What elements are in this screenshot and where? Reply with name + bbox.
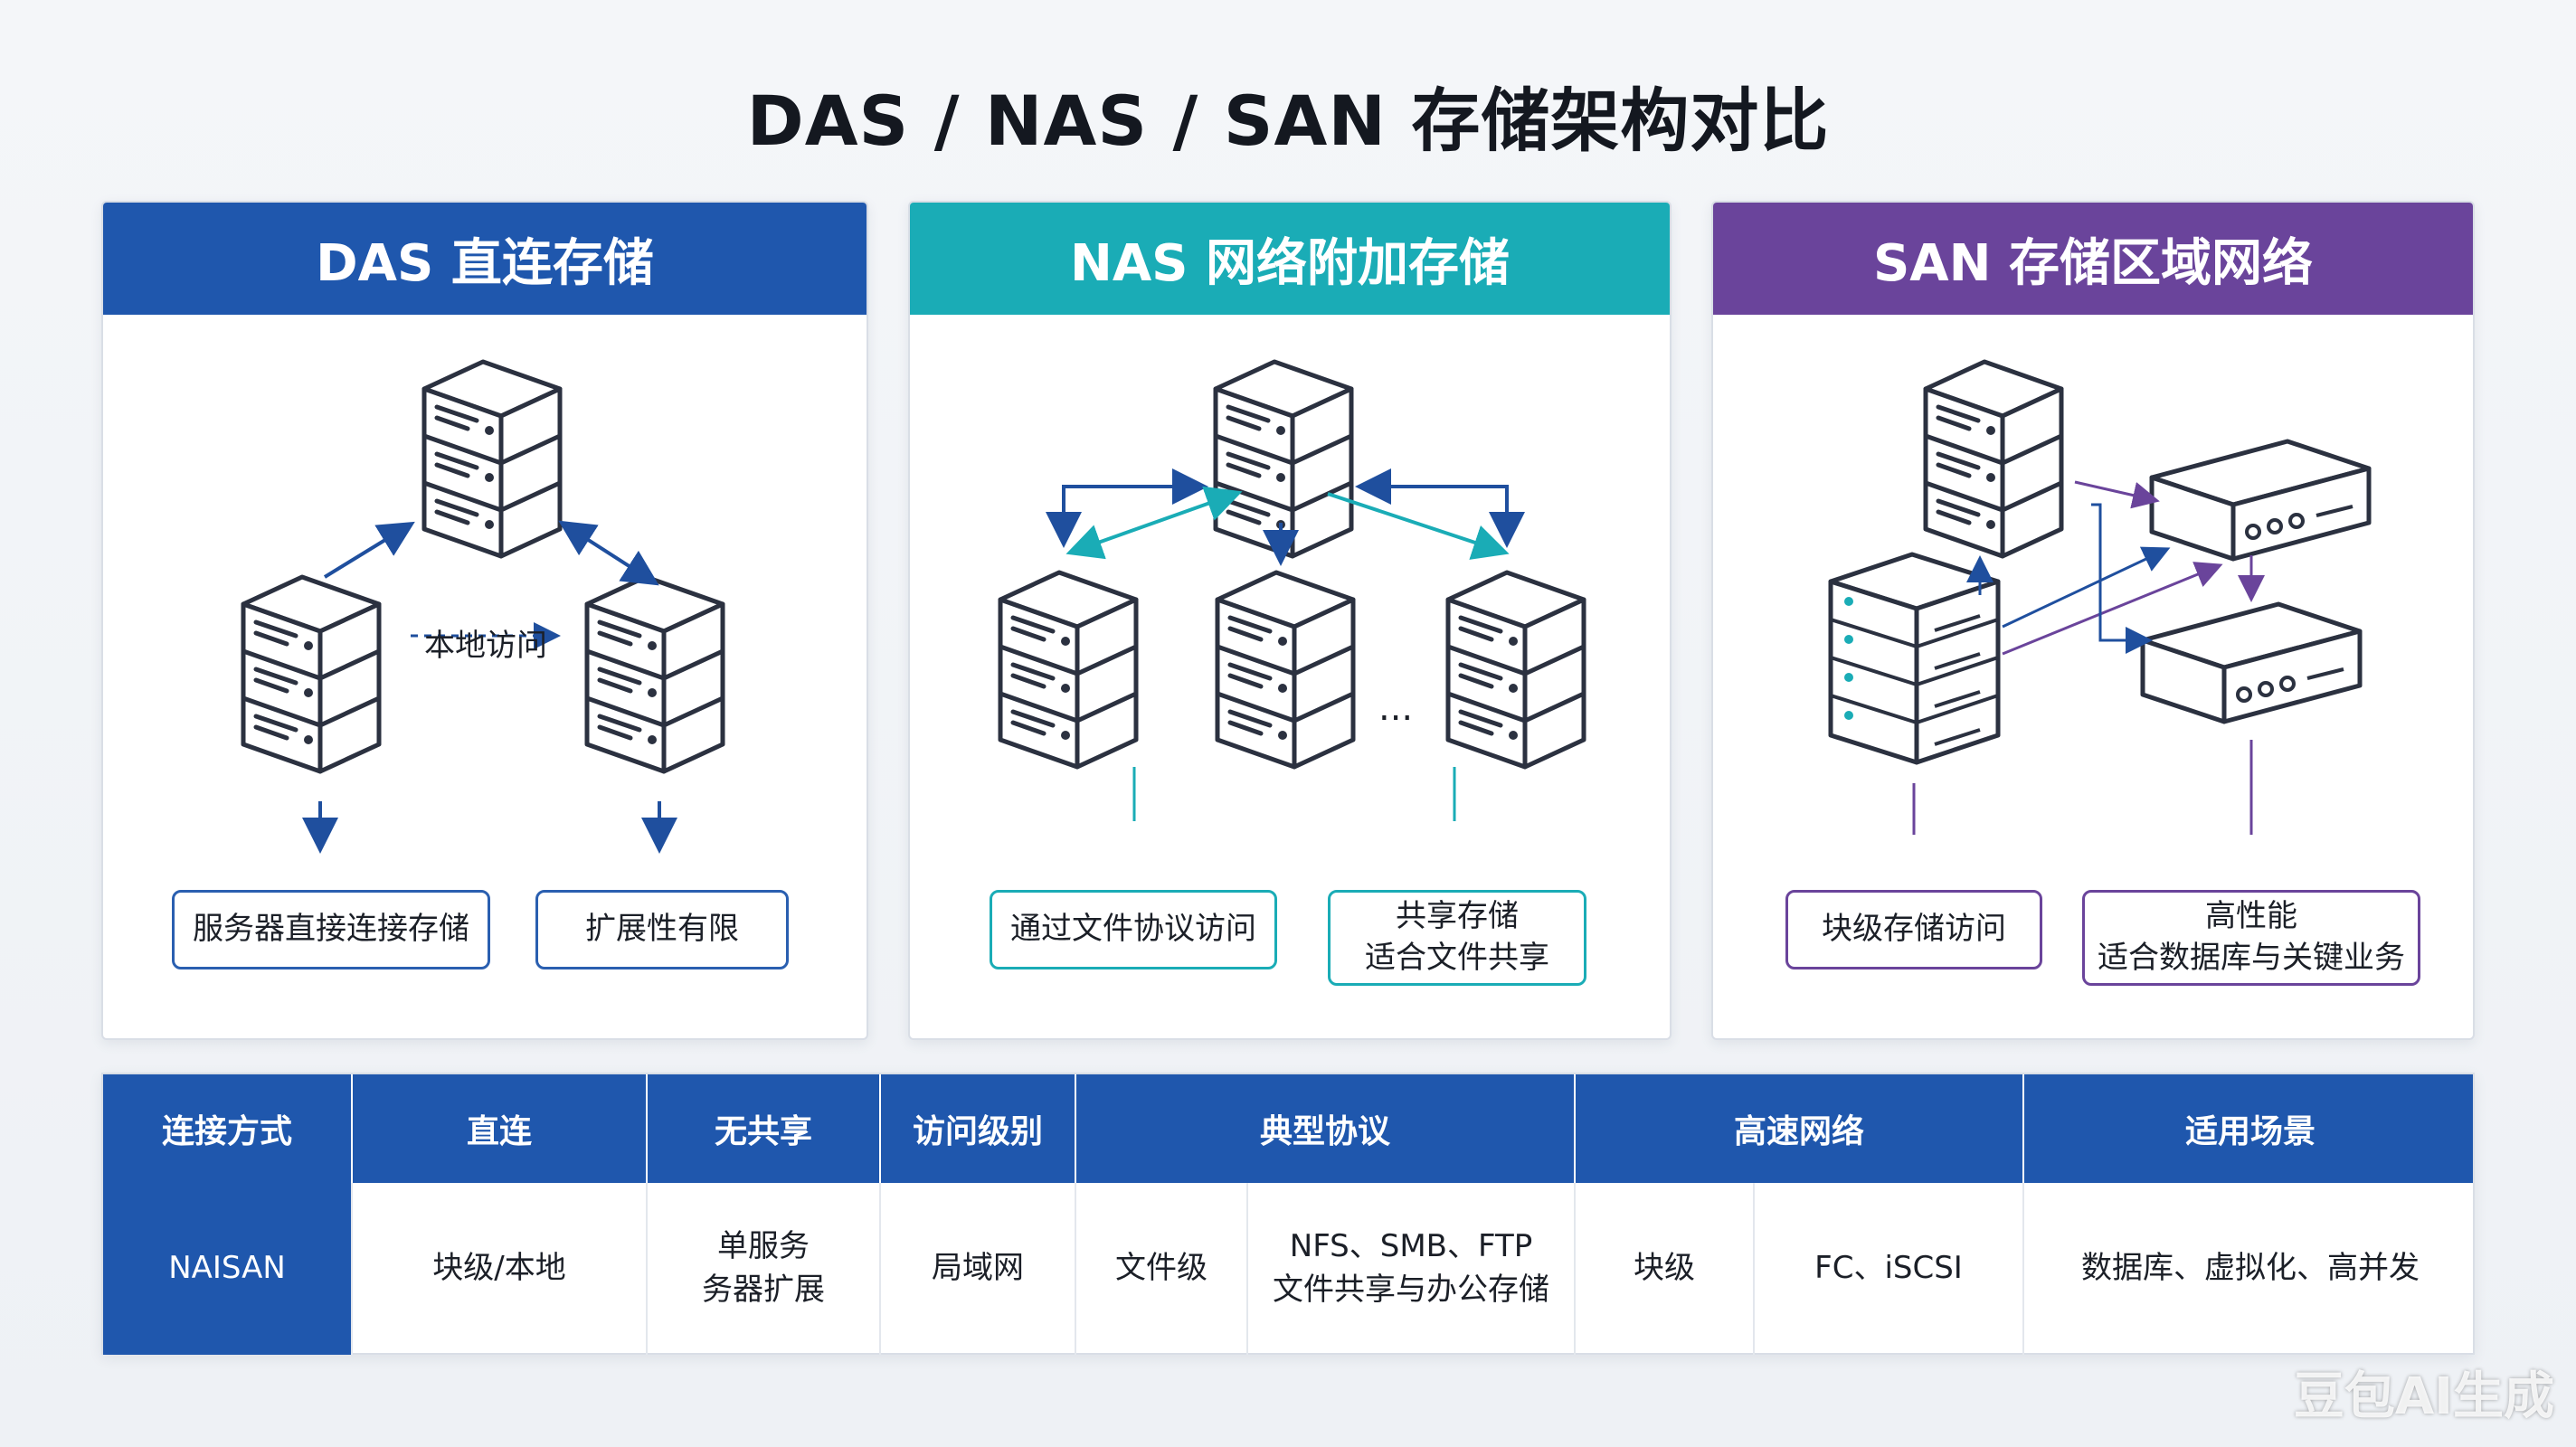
san-switch-1-icon (2152, 441, 2369, 559)
san-arrow-storage-to-switch2 (2091, 503, 2153, 654)
table-cell-line: 单服务 (717, 1228, 810, 1265)
das-left-server-icon (243, 577, 379, 771)
table-header-cell: 无共享 (648, 1074, 881, 1183)
san-switch-2-icon (2143, 604, 2360, 722)
san-arrow-storage-to-switch1 (2074, 480, 2160, 509)
nas-server-2-icon (1217, 572, 1353, 767)
san-diagram (1713, 315, 2475, 835)
das-arrow-top-to-right (558, 520, 659, 586)
table-cell-line: NFS、SMB、FTP (1289, 1228, 1533, 1265)
san-storage-server-icon (1926, 362, 2061, 556)
table-cell: 单服务 务器扩展 (648, 1183, 881, 1355)
das-panel-header: DAS 直连存储 (103, 203, 867, 315)
table-header-row: 连接方式 直连 无共享 访问级别 典型协议 高速网络 适用场景 (103, 1074, 2473, 1183)
das-limited-scaling-box: 扩展性有限 (535, 890, 789, 969)
san-high-performance-line1: 高性能 (2205, 898, 2297, 935)
table-cell: 文件级 (1076, 1183, 1248, 1355)
das-top-server-icon (424, 362, 560, 556)
table-cell-line: 务器扩展 (702, 1272, 825, 1308)
san-panel: SAN 存储区域网络 (1711, 201, 2475, 1040)
table-cell: 数据库、虚拟化、高并发 (2081, 1250, 2420, 1287)
table-cell: FC、iSCSI (1755, 1183, 2024, 1355)
das-diagram (103, 315, 868, 854)
das-arrow-left-to-top (323, 521, 415, 579)
nas-arrow-right-diagonal (1327, 492, 1510, 560)
table-cell: 局域网 (881, 1183, 1076, 1355)
nas-server-3-icon (1448, 572, 1584, 767)
das-panel: DAS 直连存储 (101, 201, 868, 1040)
nas-arrow-left-diagonal (1065, 486, 1243, 560)
san-high-performance-box: 高性能 适合数据库与关键业务 (2082, 890, 2420, 986)
table-header-cell: 访问级别 (881, 1074, 1076, 1183)
nas-panel: NAS 网络附加存储 ... 通过文件协议访问 (908, 201, 1672, 1040)
nas-file-protocol-box: 通过文件协议访问 (990, 890, 1277, 969)
table-header-cell: 连接方式 (103, 1074, 353, 1183)
san-arrow-host-to-switch1 (2002, 546, 2171, 629)
table-header-cell: 典型协议 (1076, 1074, 1576, 1183)
san-arrow-host-to-switch1-b (2002, 562, 2223, 656)
table-cell-line: 文件共享与办公存储 (1273, 1272, 1549, 1308)
nas-ellipsis: ... (1378, 687, 1414, 729)
table-row: NAISAN 块级/本地 单服务 务器扩展 局域网 文件级 NFS、SMB、FT… (103, 1183, 2473, 1355)
table-header-cell: 高速网络 (1576, 1074, 2024, 1183)
das-local-access-label: 本地访问 (424, 628, 547, 664)
san-panel-header: SAN 存储区域网络 (1713, 203, 2473, 315)
nas-server-1-icon (1000, 572, 1136, 767)
nas-diagram (910, 315, 1672, 821)
table-cell: 块级/本地 (353, 1183, 648, 1355)
nas-shared-storage-line1: 共享存储 (1396, 898, 1519, 935)
nas-top-server-icon (1216, 362, 1351, 556)
table-header-cell: 适用场景 (2184, 1113, 2316, 1150)
nas-shared-storage-line2: 适合文件共享 (1365, 940, 1549, 976)
san-host-server-icon (1831, 554, 1998, 762)
san-block-access-box: 块级存储访问 (1785, 890, 2042, 969)
nas-panel-header: NAS 网络附加存储 (910, 203, 1670, 315)
table-cell: NFS、SMB、FTP 文件共享与办公存储 (1248, 1183, 1576, 1355)
watermark: 豆包AI生成 (2293, 1367, 2554, 1426)
table-cell: NAISAN (103, 1183, 353, 1355)
das-direct-connect-box: 服务器直接连接存储 (172, 890, 490, 969)
table-header-cell: 直连 (353, 1074, 648, 1183)
table-cell: 块级 (1576, 1183, 1755, 1355)
page-title: DAS / NAS / SAN 存储架构对比 (746, 80, 1830, 161)
das-right-server-icon (587, 577, 723, 771)
nas-shared-storage-box: 共享存储 适合文件共享 (1328, 890, 1586, 986)
san-high-performance-line2: 适合数据库与关键业务 (2098, 940, 2405, 976)
nas-arrow-right-bracket (1355, 468, 1525, 548)
comparison-table: 连接方式 直连 无共享 访问级别 典型协议 高速网络 适用场景 NAISAN 块… (101, 1073, 2475, 1355)
